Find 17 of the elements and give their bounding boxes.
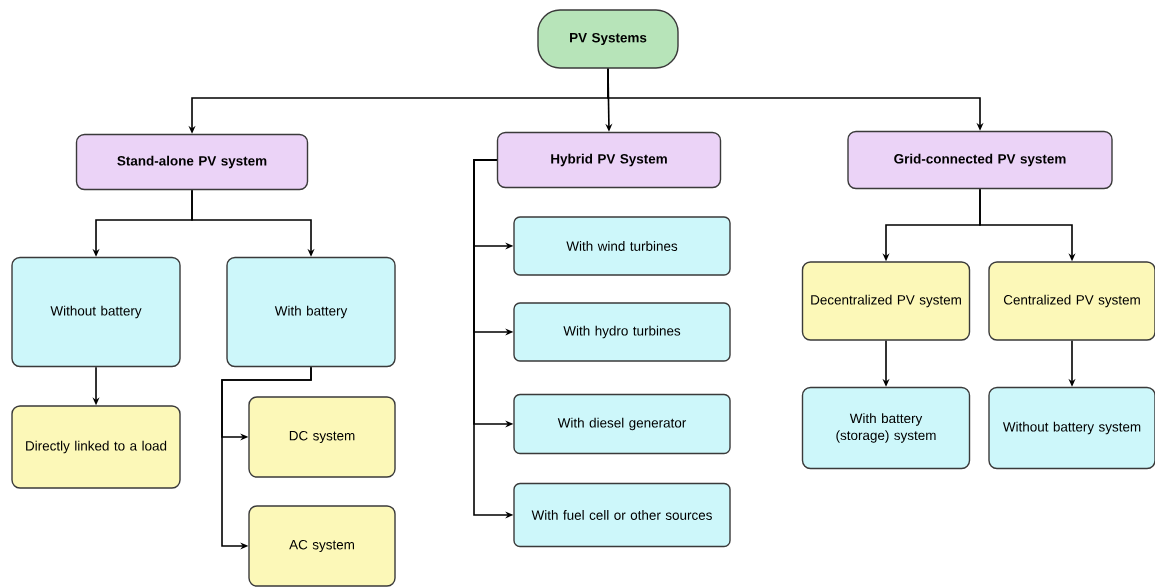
option-box: Decentralized PV system bbox=[801, 261, 971, 341]
option-box: Directly linked to a load bbox=[11, 405, 181, 489]
category-box: Grid-connected PV system bbox=[847, 130, 1113, 190]
option-box: Without battery system bbox=[988, 386, 1155, 470]
category-box: Stand-alone PV system bbox=[75, 133, 309, 191]
option-box: With fuel cell or other sources bbox=[513, 482, 731, 548]
option-box: DC system bbox=[248, 396, 396, 478]
option-box: With diesel generator bbox=[513, 393, 731, 455]
option-box: Centralized PV system bbox=[988, 261, 1155, 341]
option-box: With battery bbox=[226, 256, 396, 368]
category-box: Hybrid PV System bbox=[496, 131, 722, 189]
root-node: PV Systems bbox=[537, 9, 679, 69]
option-box: With hydro turbines bbox=[513, 302, 731, 362]
option-box: With wind turbines bbox=[513, 216, 731, 276]
option-box: With battery (storage) system bbox=[801, 386, 971, 470]
option-box: AC system bbox=[248, 505, 396, 587]
option-box: Without battery bbox=[11, 256, 181, 368]
